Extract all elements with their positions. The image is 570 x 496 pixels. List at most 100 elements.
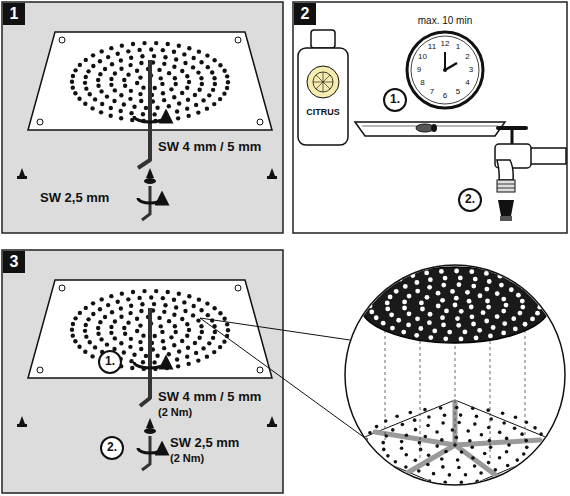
nozzle-dot [130, 366, 134, 370]
nozzle-dot [159, 76, 163, 80]
nozzle-dot [226, 328, 230, 332]
clock-numeral: 11 [428, 43, 436, 52]
nozzle-dot [196, 110, 200, 114]
nozzle-dot [166, 290, 170, 294]
nozzle-dot [469, 305, 474, 310]
nozzle-dot [363, 444, 367, 448]
nozzle-dot [502, 421, 506, 425]
nozzle-dot [457, 421, 461, 425]
clock [445, 63, 457, 70]
nozzle-dot [469, 269, 474, 274]
nozzle-dot [384, 419, 388, 423]
nozzle-dot [113, 88, 117, 92]
nozzle-dot [435, 430, 439, 434]
nozzle-dot [186, 98, 190, 102]
nozzle-dot [401, 423, 405, 427]
nozzle-dot [191, 304, 195, 308]
nozzle-dot [505, 437, 509, 441]
nozzle-dot [212, 76, 216, 80]
nozzle-dot [443, 480, 447, 484]
nozzle-dot [465, 290, 470, 295]
nozzle-dot [122, 78, 126, 82]
nozzle-dot [185, 334, 189, 338]
clock-numeral: 6 [443, 92, 447, 101]
nozzle-dot [86, 69, 90, 73]
nozzle-dot [169, 335, 173, 339]
nozzle-dot [99, 89, 103, 93]
nozzle-dot [417, 469, 421, 473]
magnified-view [360, 267, 550, 343]
nozzle-dot [218, 345, 222, 349]
nozzle-dot [119, 341, 123, 345]
nozzle-dot [440, 298, 445, 303]
nozzle-dot [459, 413, 463, 417]
screw-symbol [146, 418, 154, 428]
nozzle-dot [135, 69, 139, 73]
nozzle-dot [455, 316, 460, 321]
nozzle-dot [410, 273, 415, 278]
nozzle-dot [463, 330, 468, 335]
nozzle-dot [439, 406, 443, 410]
nozzle-dot [138, 75, 142, 79]
screw-symbol [17, 168, 277, 220]
nozzle-dot [420, 307, 425, 312]
nozzle-dot [109, 331, 113, 335]
nozzle-dot [471, 406, 475, 410]
clock-numeral: 2 [465, 53, 469, 62]
nozzle-dot [71, 333, 75, 337]
panel-frame [2, 250, 283, 493]
nozzle-dot [172, 95, 176, 99]
nozzle-dot [423, 408, 427, 412]
nozzle-dot [471, 322, 476, 327]
nozzle-dot [120, 291, 124, 295]
nozzle-dot [387, 469, 391, 473]
nozzle-dot [174, 305, 178, 309]
nozzle-dot [495, 291, 500, 296]
nozzle-dot [391, 428, 395, 432]
nozzle-dot [510, 277, 515, 282]
nozzle-dot [484, 271, 489, 276]
nozzle-dot [369, 310, 374, 315]
nozzle-dot [402, 306, 407, 311]
nozzle-dot [522, 452, 526, 456]
nozzle-dot [400, 440, 404, 444]
nozzle-dot [226, 80, 230, 84]
clock-numeral: 1 [456, 43, 460, 52]
nozzle-dot [206, 65, 210, 69]
nozzle-dot [418, 326, 423, 331]
nozzle-dot [141, 85, 145, 89]
nozzle-dot [141, 360, 145, 364]
nozzle-dot [470, 445, 474, 449]
nozzle-dot [175, 109, 179, 113]
nozzle-dot [109, 325, 113, 329]
magnified-view [490, 335, 491, 458]
nozzle-dot [78, 311, 82, 315]
nozzle-dot [390, 326, 395, 331]
nozzle-dot [456, 458, 460, 462]
nozzle-dot [98, 59, 102, 63]
nozzle-dot [414, 333, 419, 338]
nozzle-dot [467, 299, 472, 304]
nozzle-dot [443, 276, 448, 281]
callout-number: 1. [383, 88, 407, 112]
nozzle-dot [126, 297, 130, 301]
number-text: 3 [10, 253, 19, 271]
nozzle-dot [514, 415, 518, 419]
nozzle-dot [154, 289, 158, 293]
nozzle-dot [166, 42, 170, 46]
nozzle-dot [495, 314, 500, 319]
nozzle-dot [83, 102, 87, 106]
nozzle-dot [372, 291, 377, 296]
nozzle-dot [172, 313, 176, 317]
water-tap [528, 148, 566, 164]
nozzle-dot [212, 306, 216, 310]
water-tap [500, 216, 512, 221]
leader-line [200, 318, 350, 340]
nozzle-dot [464, 473, 468, 477]
nozzle-dot [468, 439, 472, 443]
nozzle-dot [520, 432, 524, 436]
nozzle-dot [419, 448, 423, 452]
nozzle-dot [518, 311, 523, 316]
nozzle-dot [84, 86, 88, 90]
nozzle-dot [501, 411, 505, 415]
